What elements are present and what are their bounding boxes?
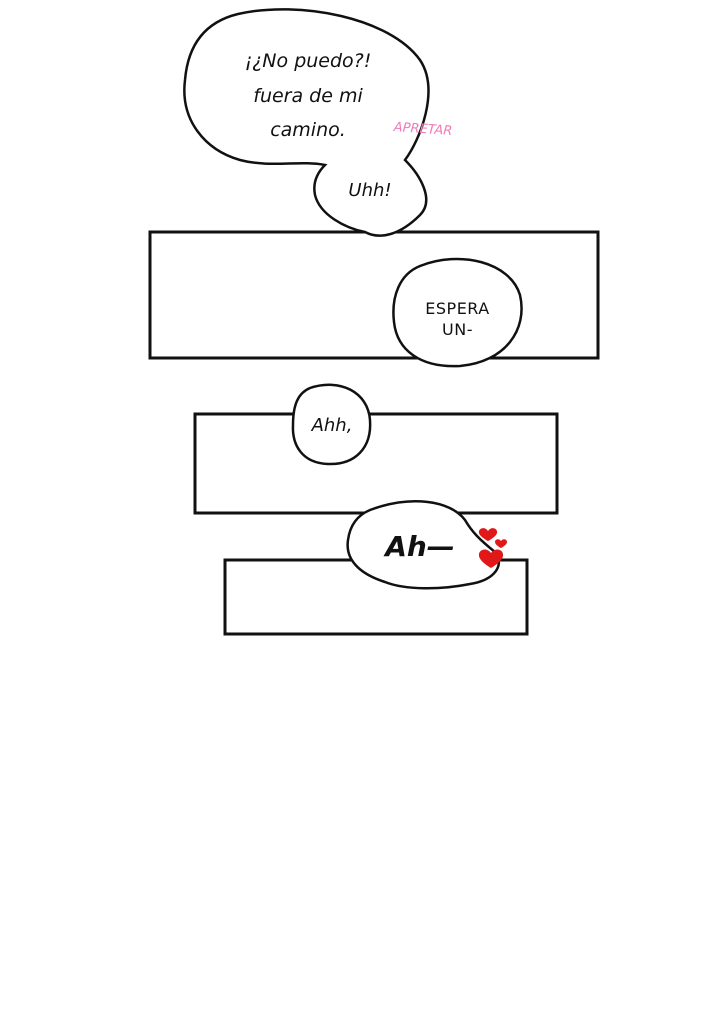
bubble-text-espera-1: ESPERA xyxy=(425,299,490,318)
bubble-text-ahh: Ahh, xyxy=(311,415,353,436)
heart-icon xyxy=(478,528,507,568)
speech-bubble-ah xyxy=(346,500,501,590)
panel-2 xyxy=(193,412,559,515)
panel-1 xyxy=(148,230,600,360)
speech-bubble-top xyxy=(183,8,430,237)
bubble-text-ah: Ah— xyxy=(385,530,455,563)
bubble-text-line-1: ¡¿No puedo?! xyxy=(244,50,372,72)
bubble-text-espera-2: UN- xyxy=(442,320,473,339)
bubble-text-line-3: camino. xyxy=(270,119,346,141)
bubble-text-line-2: fuera de mi xyxy=(253,85,363,107)
speech-bubble-ahh xyxy=(291,383,372,466)
bubble-text-uhh: Uhh! xyxy=(348,180,392,201)
speech-bubble-espera xyxy=(392,257,523,368)
